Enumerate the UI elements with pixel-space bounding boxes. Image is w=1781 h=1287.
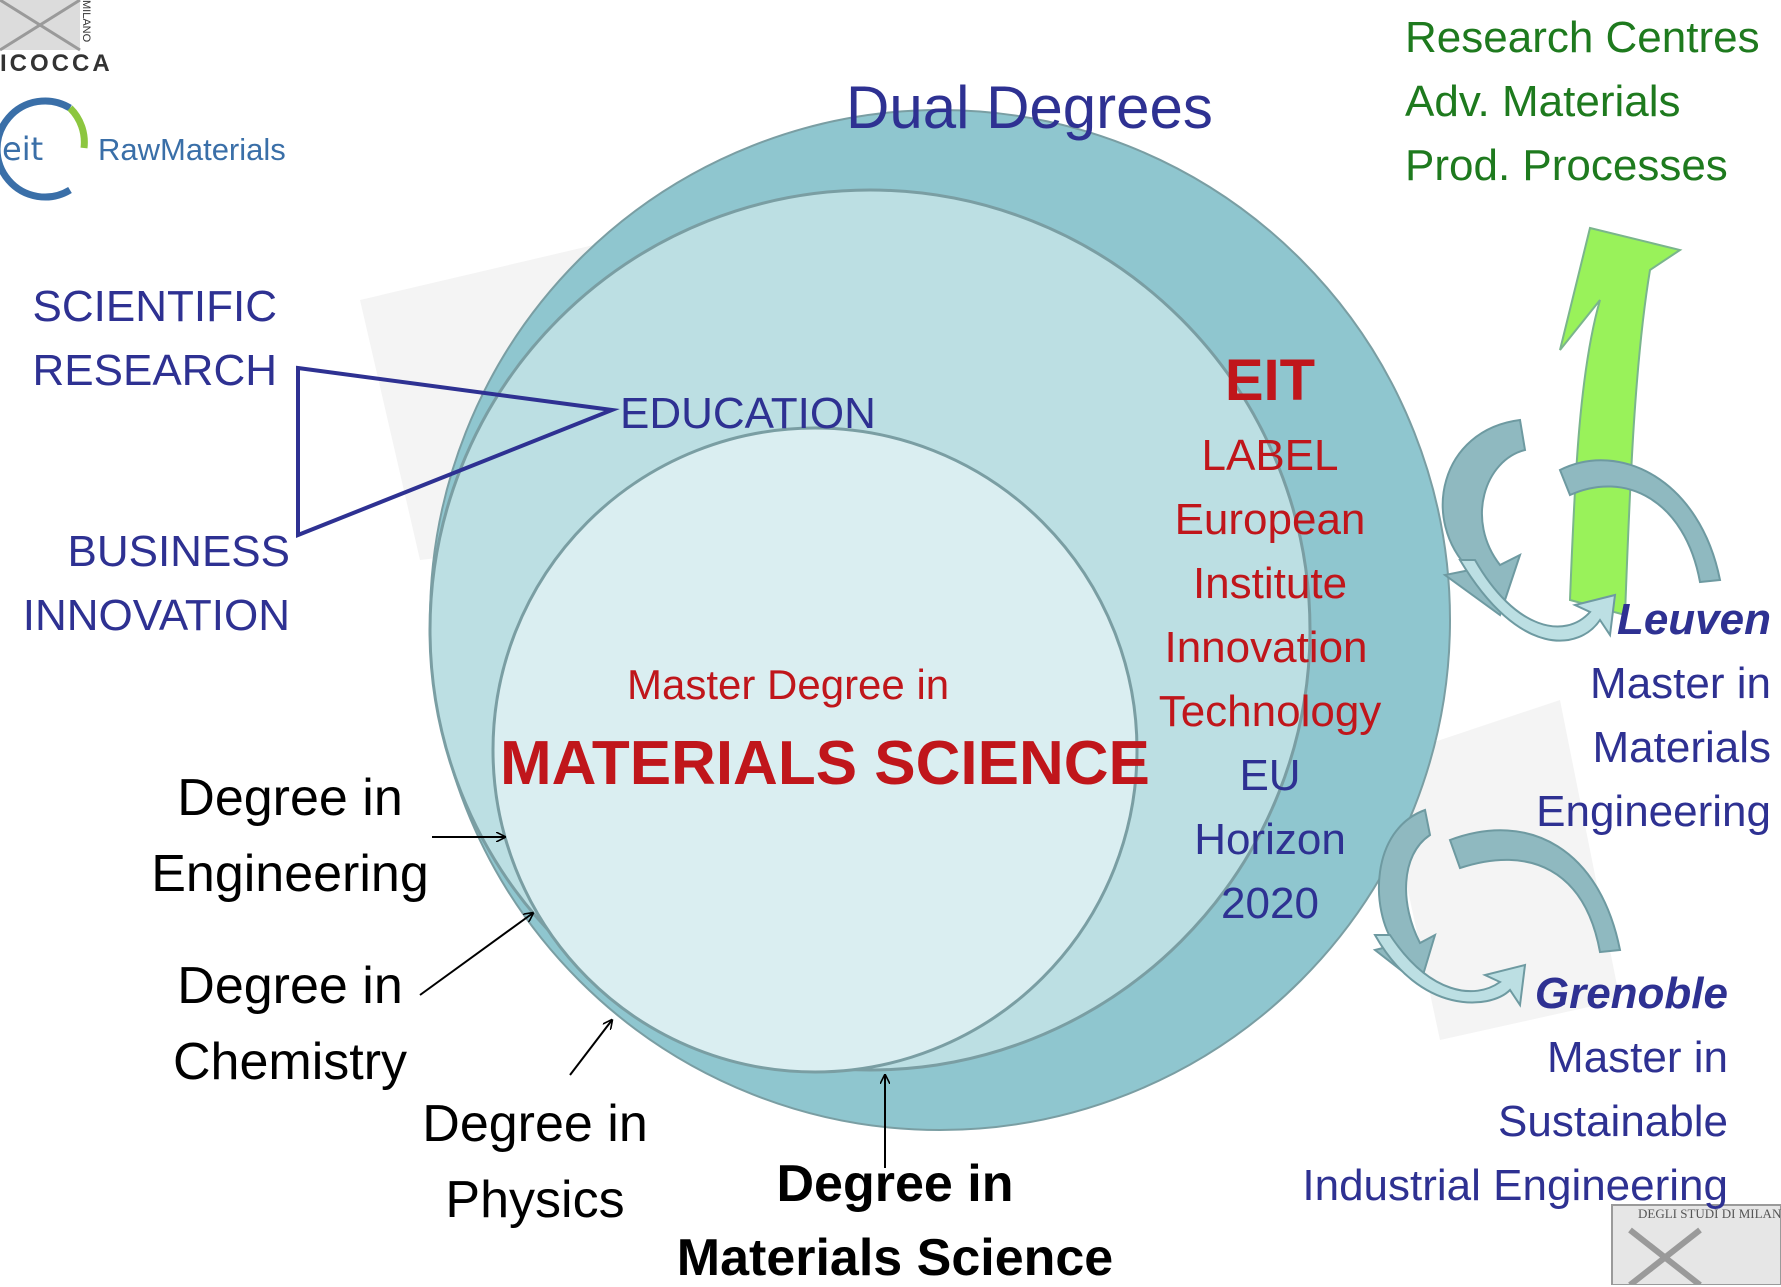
eit-logo-name: RawMaterials <box>98 132 286 167</box>
degree-chemistry-line1: Degree in <box>177 957 403 1015</box>
inner-circle-master <box>491 426 1139 1074</box>
master-degree-title: MATERIALS SCIENCE <box>500 729 1150 798</box>
master-degree-line1: Master Degree in <box>627 661 950 708</box>
eu-line: 2020 <box>1221 879 1319 928</box>
label-scientific: SCIENTIFIC <box>32 282 277 331</box>
grenoble-line: Sustainable <box>1498 1097 1728 1146</box>
grenoble-swirl-arrow-icon <box>1448 829 1622 954</box>
grenoble-line: Master in <box>1547 1033 1728 1082</box>
degree-chemistry-line2: Chemistry <box>172 1033 408 1091</box>
leuven-city: Leuven <box>1616 595 1771 644</box>
degree-engineering-line2: Engineering <box>151 845 429 903</box>
eit-logo-badge: eit <box>2 130 44 168</box>
grenoble-line: Industrial Engineering <box>1302 1161 1728 1210</box>
leuven-swirl-arrow-icon <box>1558 459 1722 584</box>
eu-line: EU <box>1239 751 1301 800</box>
label-business: BUSINESS <box>67 527 290 576</box>
eu-line: Horizon <box>1194 815 1346 864</box>
eit-logo-ring <box>67 105 88 149</box>
eit-label-line: European <box>1174 495 1366 544</box>
research-centres-line: Adv. Materials <box>1405 77 1681 126</box>
leuven-swirl-arrow-icon <box>1441 418 1527 617</box>
bicocca-logo-side: MILANO <box>80 0 92 43</box>
unimi-logo-text: DEGLI STUDI DI MILANO <box>1638 1206 1781 1221</box>
leuven-swirl-arrow-icon <box>1458 559 1617 642</box>
arrow-physics <box>569 1020 612 1076</box>
eit-label-line: Institute <box>1192 559 1348 608</box>
degree-materials-line1: Degree in <box>776 1155 1014 1213</box>
leuven-line: Materials <box>1592 723 1772 772</box>
label-innovation: INNOVATION <box>22 591 290 640</box>
degree-physics-line2: Physics <box>445 1171 625 1229</box>
research-arrow-icon <box>1559 226 1683 617</box>
background-shape <box>1380 700 1620 1040</box>
eit-label-line: LABEL <box>1201 431 1339 480</box>
degree-materials-line2: Materials Science <box>676 1229 1114 1287</box>
grenoble-swirl-arrow-icon <box>1373 934 1527 1008</box>
degree-engineering-line1: Degree in <box>177 769 403 827</box>
unimi-logo <box>1628 1227 1702 1285</box>
degree-physics-line1: Degree in <box>422 1095 648 1153</box>
leuven-line: Engineering <box>1536 787 1771 836</box>
arrow-chemistry <box>419 913 533 996</box>
eit-label-line: Technology <box>1158 687 1382 736</box>
unimi-logo <box>1611 1204 1781 1285</box>
outer-circle-title: Dual Degrees <box>846 74 1213 141</box>
eit-logo-ring <box>0 97 72 201</box>
education-label: EDUCATION <box>620 389 876 438</box>
bicocca-logo-text: ICOCCA <box>0 50 113 77</box>
eit-label-line: Innovation <box>1164 623 1368 672</box>
grenoble-city: Grenoble <box>1534 969 1728 1018</box>
eit-title: EIT <box>1224 348 1316 413</box>
education-triangle <box>296 365 620 538</box>
leuven-line: Master in <box>1590 659 1771 708</box>
research-centres-line: Prod. Processes <box>1405 141 1728 190</box>
research-centres-title: Research Centres <box>1405 13 1760 62</box>
label-research: RESEARCH <box>32 346 278 395</box>
bicocca-logo <box>0 0 81 52</box>
